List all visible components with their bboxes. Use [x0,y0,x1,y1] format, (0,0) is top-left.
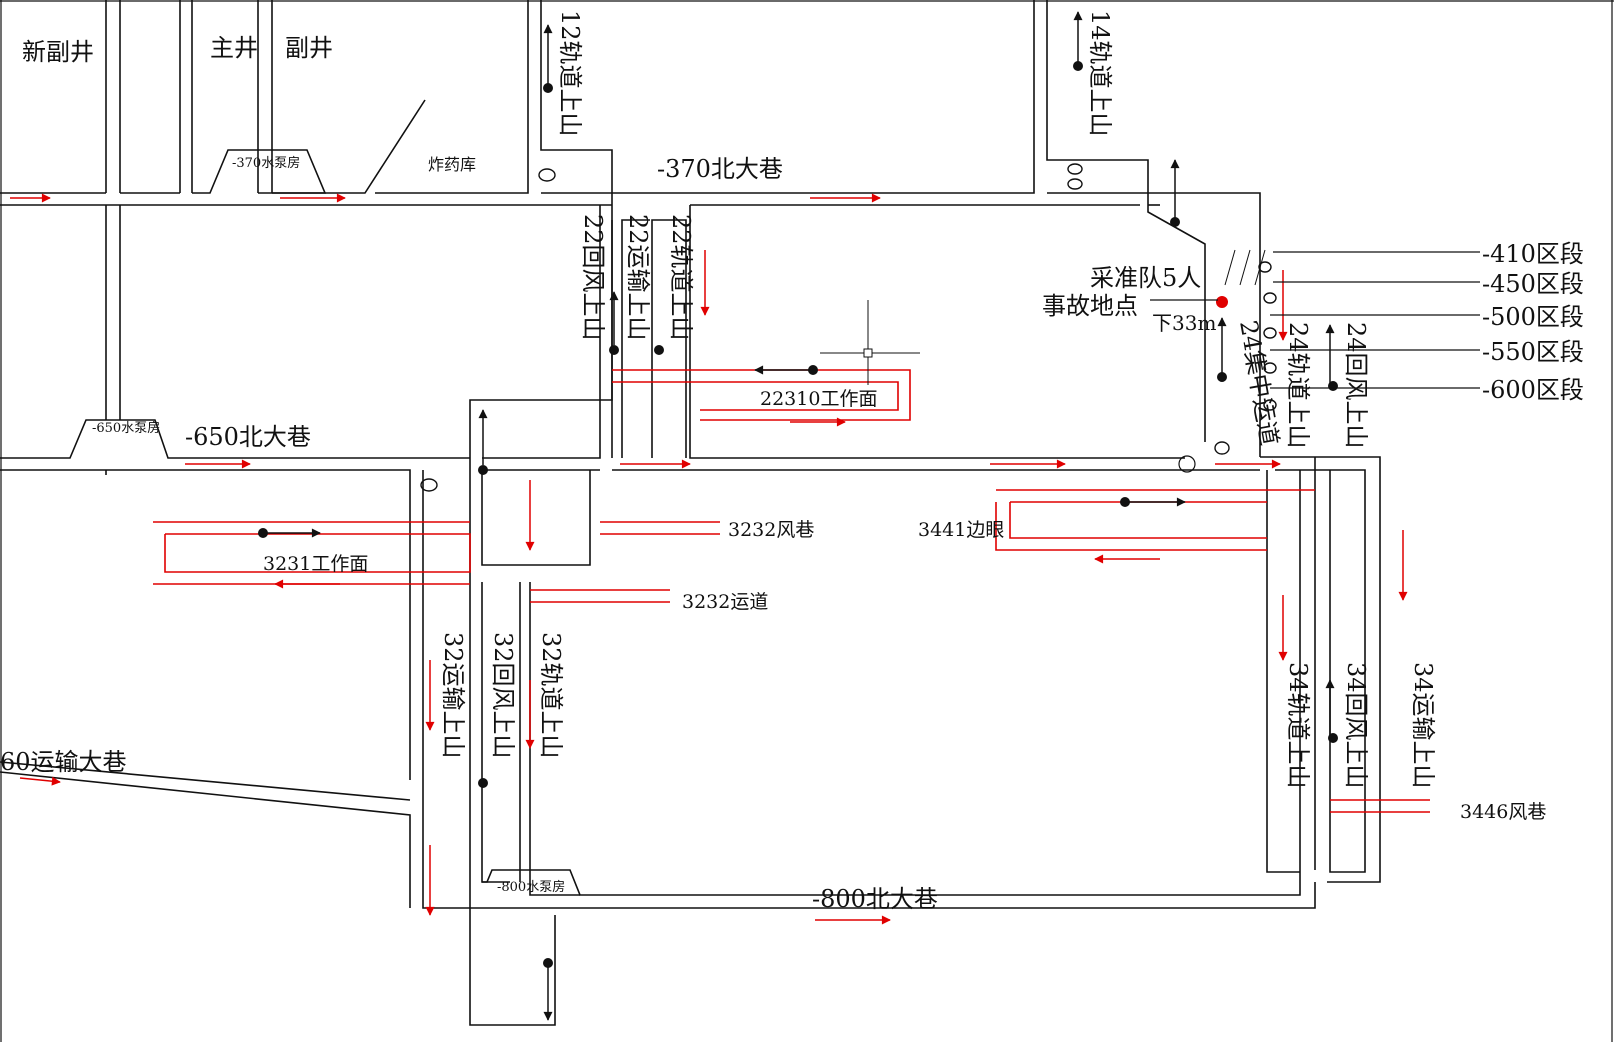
up-32-transport-label: 32运输上山 [439,632,467,759]
north-370-label: -370北大巷 [657,155,783,183]
rescue-team-label: 采准队5人 [1090,264,1201,292]
pump-800-label: -800水泵房 [497,879,565,895]
up-32-track-label: 32轨道上山 [537,632,565,759]
zone-leaders [1150,249,1480,389]
ventilation-fan-icon [478,465,488,475]
up-22-transport-label: 22运输上山 [624,214,652,341]
roadways [0,99,1381,1026]
pump-650-label: -650水泵房 [92,420,160,436]
aux-shaft-label: 副井 [285,34,333,62]
new-aux-shaft-label: 新副井 [22,38,94,66]
air-regulator-icon [1263,292,1277,304]
north-800-label: -800北大巷 [812,885,938,913]
haul-3232-label: 3232运道 [682,591,768,613]
airflow-arrow-icon [19,776,61,786]
ventilation-fan-icon [543,958,553,968]
depth-33-label: 下33m [1152,311,1216,335]
ventilation-devices [258,61,1338,968]
haul-760-label: 60运输大巷 [0,748,127,776]
ventilation-fan-icon [1170,217,1180,227]
air-regulator-icon [1258,261,1272,273]
accident-site-label: 事故地点 [1042,292,1138,320]
zone-450-label: -450区段 [1482,270,1584,298]
airway-3232-label: 3232风巷 [728,519,814,541]
up-22-return-label: 22回风上山 [579,214,607,341]
ventilation-fan-icon [1120,497,1130,507]
ventilation-fan-icon [609,345,619,355]
ventilation-fan-icon [654,345,664,355]
accident-marker-icon [1216,296,1228,308]
up-12-label: 12轨道上山 [556,10,584,137]
up-24-track-label: 24轨道上山 [1284,322,1312,449]
north-650-label: -650北大巷 [185,423,311,451]
zone-500-label: -500区段 [1482,303,1584,331]
air-regulator-icon [1067,163,1083,175]
zone-410-label: -410区段 [1482,240,1584,268]
up-14-label: 14轨道上山 [1086,10,1114,137]
hatched-junction-icon [1178,455,1196,473]
zone-600-label: -600区段 [1482,376,1584,404]
ventilation-fan-icon [808,365,818,375]
air-regulator-icon [420,478,438,492]
air-regulator-icon [1067,178,1083,190]
ventilation-fan-icon [258,528,268,538]
airflow-arrows [10,11,1408,1021]
airway-3446-label: 3446风巷 [1460,801,1546,823]
up-34-transport-label: 34运输上山 [1409,662,1437,789]
ventilation-fan-icon [1328,733,1338,743]
air-regulator-icon [538,168,556,182]
up-34-track-label: 34轨道上山 [1284,662,1312,789]
air-regulator-icon [1263,399,1277,411]
pump-370-label: -370水泵房 [232,155,300,171]
crosshair-icon [820,300,920,385]
face-22310-label: 22310工作面 [760,388,877,410]
zone-550-label: -550区段 [1482,338,1584,366]
side-3441-label: 3441边眼 [918,519,1004,541]
ventilation-fan-icon [1217,372,1227,382]
air-regulator-icon [1214,441,1230,455]
ventilation-fan-icon [1328,381,1338,391]
ventilation-fan-icon [1073,61,1083,71]
shafts [105,0,1206,475]
up-24-return-label: 24回风上山 [1342,322,1370,449]
labels: 新副井 主井 副井 -370水泵房 炸药库 -370北大巷 12轨道上山 14轨… [0,10,1584,913]
collect-24-label: 24集中运道 [1234,318,1284,447]
air-regulator-icon [1263,327,1277,339]
main-shaft-label: 主井 [210,34,258,62]
air-regulator-icon [1263,362,1277,374]
up-32-return-label: 32回风上山 [489,632,517,759]
up-34-return-label: 34回风上山 [1342,662,1370,789]
up-22-track-label: 22轨道上山 [667,214,695,341]
ventilation-fan-icon [543,83,553,93]
explosive-store-label: 炸药库 [428,155,476,174]
ventilation-fan-icon [478,778,488,788]
face-3231-label: 3231工作面 [263,553,368,575]
fresh-air-paths [153,369,1430,813]
